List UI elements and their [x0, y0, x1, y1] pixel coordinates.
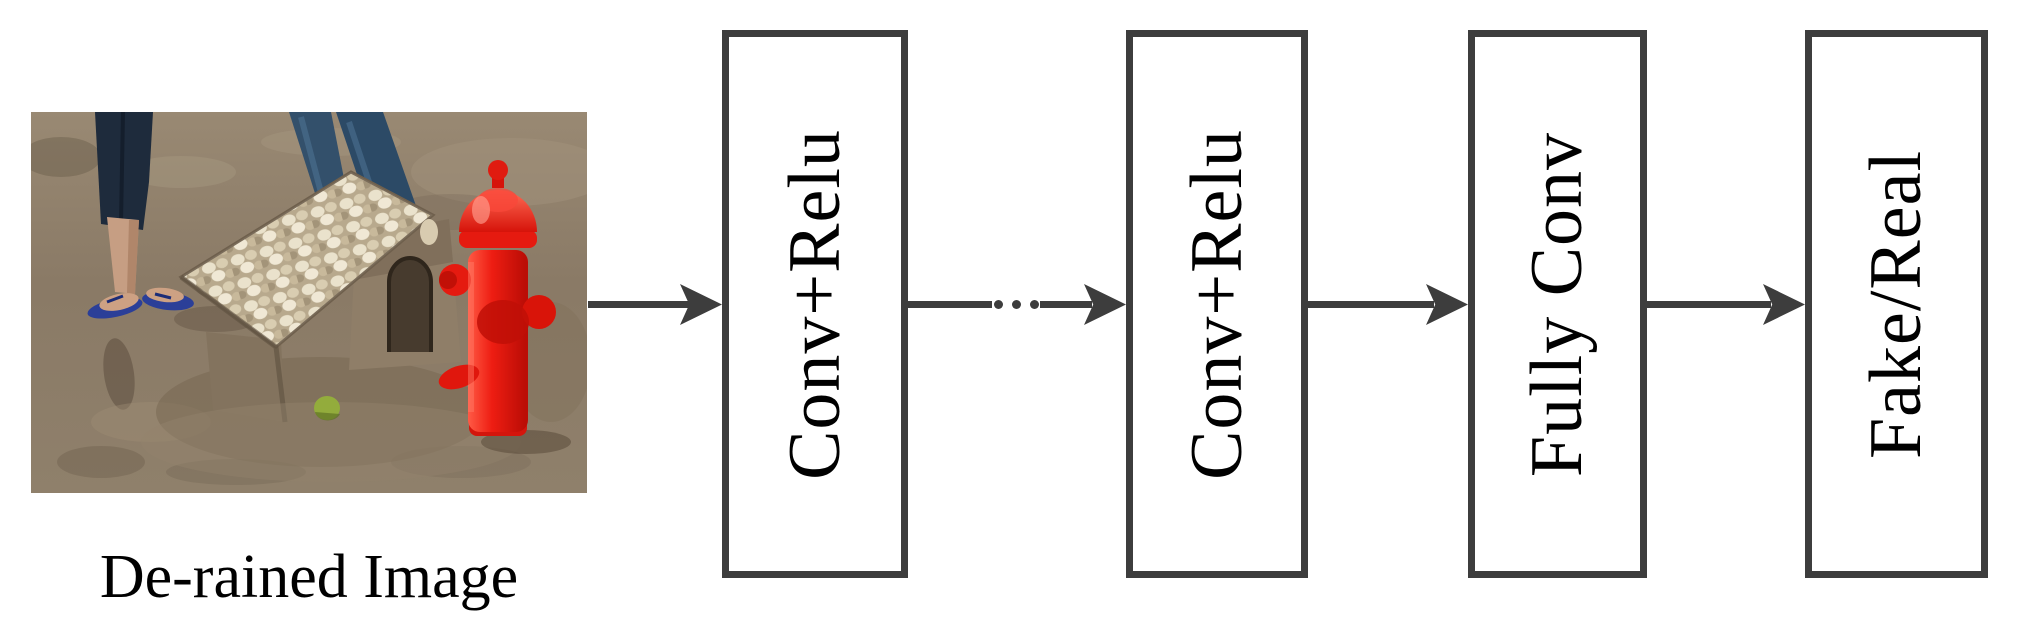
- derained-photo: [31, 112, 587, 493]
- red-fire-hydrant: [438, 160, 571, 454]
- block-fake-real: Fake/Real: [1805, 30, 1988, 578]
- ellipsis-dot-icon: [1030, 300, 1039, 309]
- sand-dog-house: [141, 170, 521, 482]
- arrow-shaft: [1040, 301, 1092, 308]
- block-label: Fake/Real: [1855, 149, 1938, 459]
- arrow-shaft: [1647, 301, 1771, 308]
- ellipsis-dot-icon: [994, 300, 1003, 309]
- arrow-shaft: [588, 301, 690, 308]
- block-conv-relu-1: Conv+Relu: [722, 30, 908, 578]
- block-fully-conv: Fully Conv: [1468, 30, 1647, 578]
- block-label: Conv+Relu: [1175, 128, 1258, 480]
- arrow-shaft: [908, 301, 992, 308]
- block-label: Conv+Relu: [773, 128, 856, 480]
- person-left-legs: [87, 112, 194, 319]
- ellipsis-dot-icon: [1012, 300, 1021, 309]
- block-label: Fully Conv: [1516, 131, 1599, 477]
- input-image-caption: De-rained Image: [99, 543, 519, 611]
- moss-ball-shadow: [315, 412, 340, 421]
- block-conv-relu-2: Conv+Relu: [1126, 30, 1308, 578]
- arrow-shaft: [1308, 301, 1434, 308]
